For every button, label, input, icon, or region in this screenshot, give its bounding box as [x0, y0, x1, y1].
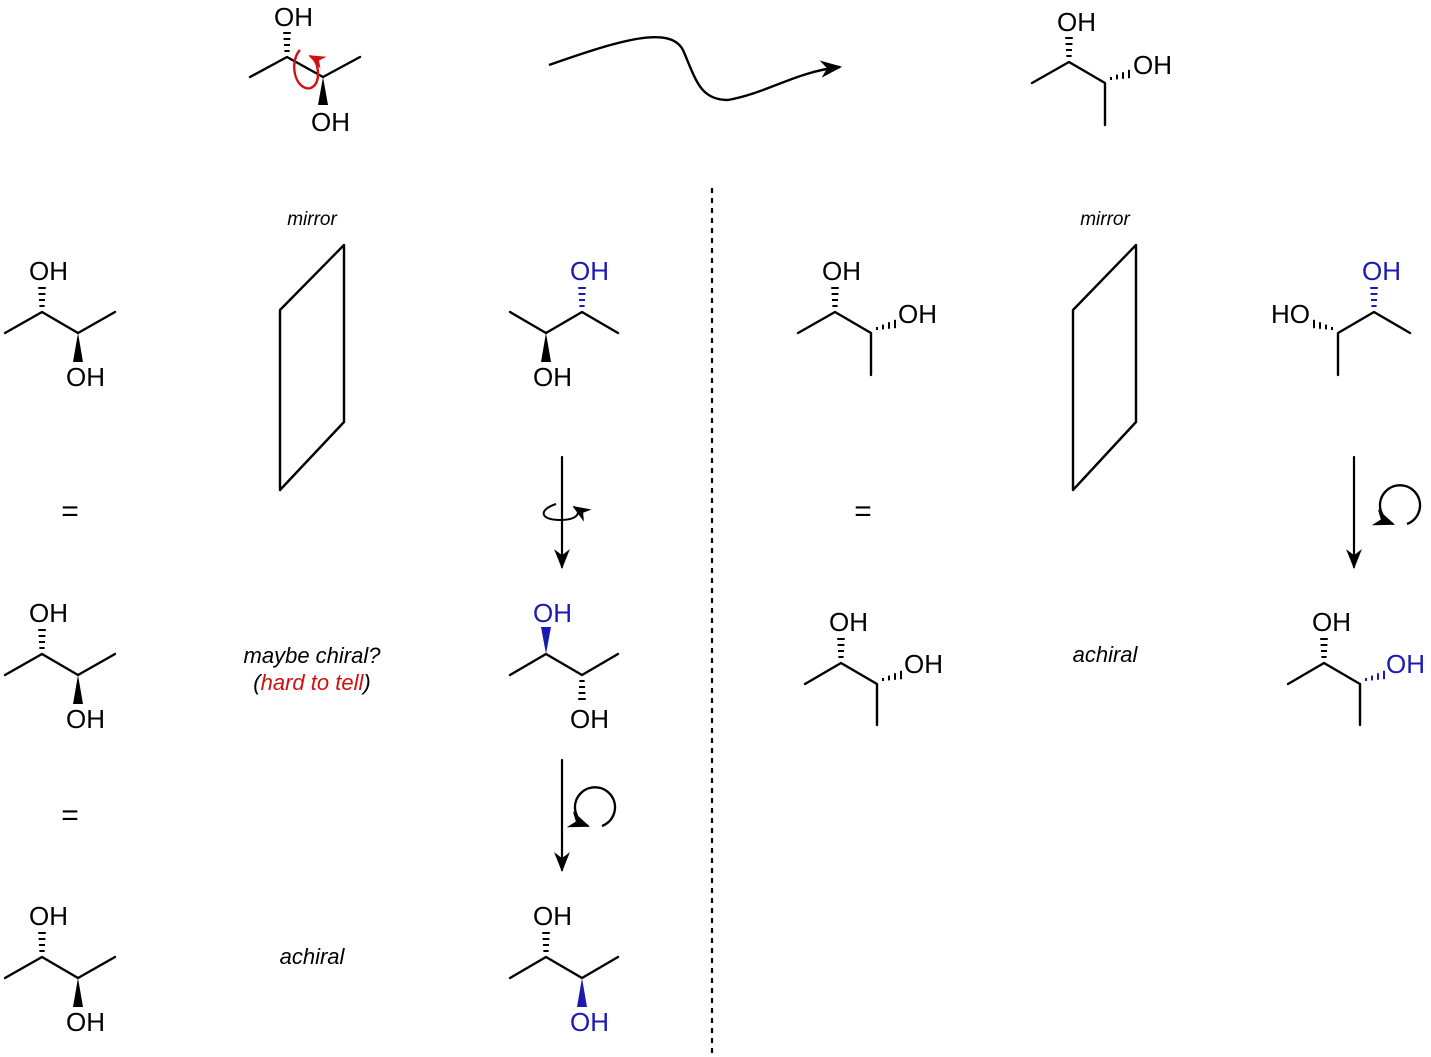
achiral-label-right: achiral: [1073, 642, 1139, 667]
molecule-g: OH OH: [796, 256, 937, 377]
equals-sign: =: [61, 799, 79, 832]
atom-label-oh: OH: [66, 1007, 105, 1037]
mirror-plane-left: [278, 243, 346, 492]
solid-wedge: [73, 333, 83, 362]
atom-label-oh: OH: [29, 256, 68, 286]
molecule-d: OH OH: [508, 256, 620, 392]
hash-wedge: [1320, 638, 1328, 658]
equals-sign: =: [854, 495, 872, 528]
molecule-c: OH OH: [3, 901, 117, 1037]
molecule-e: OH OH: [508, 598, 620, 734]
atom-label-oh: OH: [533, 362, 572, 392]
wavy-reaction-arrow: [548, 35, 843, 102]
mirror-plane-right: [1071, 243, 1138, 492]
top-left-molecule: OH OH: [248, 2, 362, 137]
hard-to-tell-note: (hard to tell): [253, 670, 370, 695]
hash-wedge: [1065, 37, 1073, 57]
atom-label-oh: OH: [829, 607, 868, 637]
atom-label-oh: OH: [570, 704, 609, 734]
hash-wedge: [542, 932, 550, 952]
atom-label-oh: OH: [898, 299, 937, 329]
atom-label-oh: OH: [1057, 7, 1096, 37]
solid-wedge: [541, 333, 551, 362]
hash-wedge: [1110, 69, 1130, 80]
solid-wedge: [577, 978, 587, 1007]
atom-label-oh: OH: [66, 704, 105, 734]
atom-label-oh: OH: [533, 901, 572, 931]
hash-wedge: [283, 32, 291, 52]
hash-wedge: [882, 670, 902, 681]
equals-sign: =: [61, 495, 79, 528]
atom-label-ho: HO: [1271, 299, 1310, 329]
atom-label-oh: OH: [1312, 607, 1351, 637]
molecule-b: OH OH: [3, 598, 117, 734]
red-rotation-arrow-icon: [293, 49, 327, 90]
atom-label-oh: OH: [533, 598, 572, 628]
atom-label-oh: OH: [570, 1007, 609, 1037]
molecule-h: OH OH: [803, 607, 943, 727]
atom-label-oh: OH: [29, 598, 68, 628]
mirror-label-right: mirror: [1080, 209, 1130, 230]
atom-label-oh: OH: [1362, 256, 1401, 286]
hash-wedge: [578, 680, 586, 700]
circular-arrow-icon: [1371, 484, 1422, 526]
atom-label-oh: OH: [29, 901, 68, 931]
atom-label-oh: OH: [66, 362, 105, 392]
mirror-label-left: mirror: [287, 209, 337, 230]
solid-wedge: [318, 77, 328, 105]
hash-wedge: [831, 287, 839, 307]
atom-label-oh: OH: [904, 649, 943, 679]
atom-label-oh: OH: [1386, 649, 1425, 679]
hash-wedge: [578, 287, 586, 307]
solid-wedge: [73, 978, 83, 1007]
atom-label-oh: OH: [1133, 50, 1172, 80]
axis-rotation-icon: [542, 503, 592, 522]
hash-wedge: [876, 319, 896, 330]
hash-wedge: [1370, 287, 1378, 307]
solid-wedge: [541, 627, 551, 654]
atom-label-oh: OH: [311, 107, 350, 137]
hash-wedge: [38, 932, 46, 952]
circular-arrow-icon: [566, 786, 617, 828]
maybe-chiral-label: maybe chiral?: [244, 643, 382, 668]
atom-label-oh: OH: [274, 2, 313, 32]
achiral-label-left: achiral: [280, 944, 346, 969]
molecule-f: OH OH: [508, 901, 620, 1037]
top-right-molecule: OH OH: [1030, 7, 1172, 127]
solid-wedge: [73, 675, 83, 704]
molecule-j: OH OH: [1286, 607, 1425, 727]
hash-wedge: [1365, 670, 1385, 681]
hash-wedge: [1313, 319, 1333, 330]
molecule-i: OH HO: [1271, 256, 1412, 377]
atom-label-oh: OH: [570, 256, 609, 286]
atom-label-oh: OH: [822, 256, 861, 286]
hash-wedge: [38, 287, 46, 307]
molecule-a: OH OH: [3, 256, 117, 392]
hash-wedge: [837, 638, 845, 658]
hash-wedge: [38, 629, 46, 649]
